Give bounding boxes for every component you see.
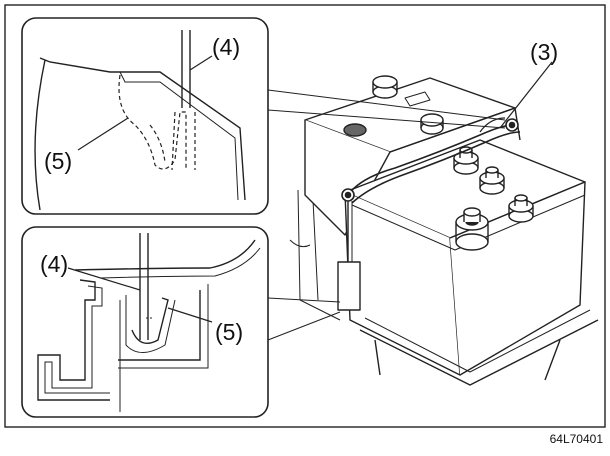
callout-5-top-label: (5) xyxy=(44,148,72,174)
figure-code: 64L70401 xyxy=(550,432,604,446)
battery-assembly xyxy=(289,75,599,386)
detail-panel-bottom: (4) (5) xyxy=(21,226,269,418)
callout-3-label: (3) xyxy=(530,39,558,65)
battery-tray xyxy=(359,309,599,386)
front-battery xyxy=(344,139,586,376)
callout-4-top-label: (4) xyxy=(212,34,240,60)
detail-projection-top xyxy=(267,89,506,129)
detail-panel-top: (4) (5) xyxy=(21,17,269,215)
leader-line-3 xyxy=(499,61,553,129)
vent-caps xyxy=(453,146,534,223)
detail-projection-bottom xyxy=(267,297,341,341)
callout-5-bottom-label: (5) xyxy=(215,319,243,345)
callout-4-bottom-label: (4) xyxy=(40,251,68,277)
